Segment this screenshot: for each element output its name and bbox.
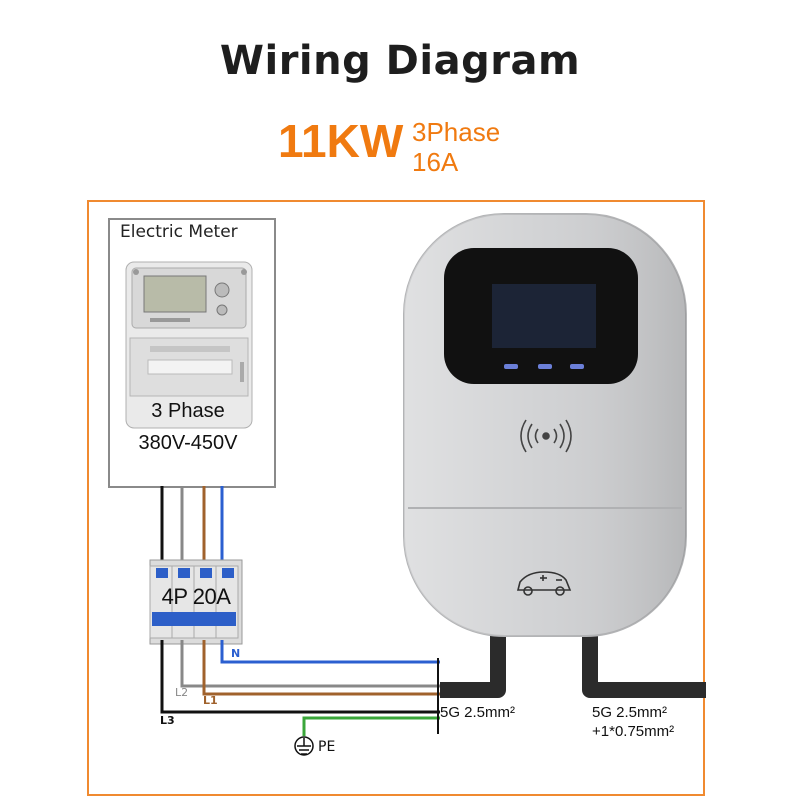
breaker-to-charger-wires bbox=[160, 640, 440, 736]
breaker-4p bbox=[149, 559, 243, 645]
car-plug-icon bbox=[516, 571, 572, 596]
page-title: Wiring Diagram bbox=[219, 38, 581, 84]
electric-meter bbox=[125, 261, 253, 429]
cable-spec-left: 5G 2.5mm² bbox=[440, 704, 516, 721]
meter-to-breaker-wires bbox=[160, 486, 224, 566]
meter-voltage-label: 380V-450V bbox=[138, 432, 238, 454]
cable-spec-right-line1: 5G 2.5mm² bbox=[592, 704, 668, 721]
wire-label-n: N bbox=[231, 647, 241, 660]
wire-label-pe: PE bbox=[318, 739, 336, 755]
power-rating: 11KW bbox=[278, 115, 404, 167]
wire-label-l3: L3 bbox=[160, 714, 175, 727]
ground-icon bbox=[294, 736, 314, 756]
rfid-icon bbox=[520, 419, 572, 453]
cable-spec-right-line2: +1*0.75mm² bbox=[592, 723, 675, 740]
meter-title: Electric Meter bbox=[120, 222, 238, 242]
wire-label-l2: L2 bbox=[175, 686, 189, 699]
wire-label-l1: L1 bbox=[203, 694, 218, 707]
current-rating: 16A bbox=[412, 147, 459, 177]
diagram-frame bbox=[87, 200, 705, 796]
ev-charger bbox=[403, 213, 687, 637]
phase-rating: 3Phase bbox=[412, 117, 501, 147]
breaker-label: 4P 20A bbox=[161, 584, 231, 609]
charger-cables bbox=[440, 624, 706, 698]
meter-phase-label: 3 Phase bbox=[151, 400, 225, 422]
